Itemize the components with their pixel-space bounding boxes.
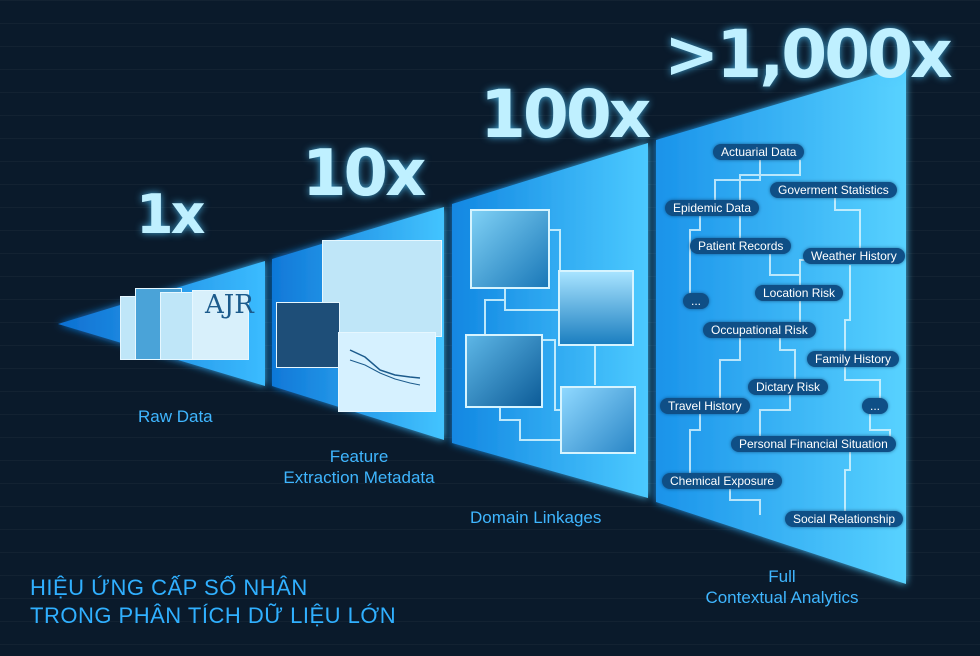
chip-government-statistics: Goverment Statistics <box>770 182 897 198</box>
stage-label-feature-extraction: Feature Extraction Metadata <box>283 447 435 487</box>
chip-ellipsis-1: ... <box>683 293 710 309</box>
headline-line-2: TRONG PHÂN TÍCH DỮ LIỆU LỚN <box>30 603 397 628</box>
chip-chemical-exposure: Chemical Exposure <box>662 473 783 489</box>
multiplier-1x: 1x <box>136 183 205 246</box>
photo-medical-device <box>470 209 550 289</box>
chip-weather-history: Weather History <box>803 248 905 264</box>
photo-hands <box>465 334 543 408</box>
photo-city <box>558 270 634 346</box>
chip-dictary-risk: Dictary Risk <box>748 379 829 395</box>
headline-line-1: HIỆU ỨNG CẤP SỐ NHÂN <box>30 575 308 600</box>
chip-personal-financial-situation: Personal Financial Situation <box>731 436 896 452</box>
chip-location-risk: Location Risk <box>755 285 844 301</box>
stage-label-domain-linkages: Domain Linkages <box>470 508 602 527</box>
circuit-lines <box>689 160 891 515</box>
multiplier-10x: 10x <box>302 137 426 211</box>
linkage-lines <box>484 229 596 441</box>
photo-water <box>560 386 636 454</box>
headline: HIỆU ỨNG CẤP SỐ NHÂN TRONG PHÂN TÍCH DỮ … <box>30 574 396 630</box>
journal-logo: AJR <box>205 290 254 320</box>
stage-label-raw-data: Raw Data <box>138 407 213 426</box>
chip-travel-history: Travel History <box>660 398 750 414</box>
chip-social-relationship: Social Relationship <box>785 511 904 527</box>
stage-label-contextual-analytics: Full Contextual Analytics <box>705 567 859 607</box>
chip-family-history: Family History <box>807 351 900 367</box>
feature-chart-thumbnail <box>349 349 421 386</box>
chip-actuarial-data: Actuarial Data <box>713 144 805 160</box>
multiplier-1000x: >1,000x <box>664 16 953 93</box>
chip-ellipsis-2: ... <box>862 398 889 414</box>
chip-patient-records: Patient Records <box>690 238 792 254</box>
chip-occupational-risk: Occupational Risk <box>703 322 816 338</box>
chip-epidemic-data: Epidemic Data <box>665 200 760 216</box>
multiplier-100x: 100x <box>480 76 651 153</box>
